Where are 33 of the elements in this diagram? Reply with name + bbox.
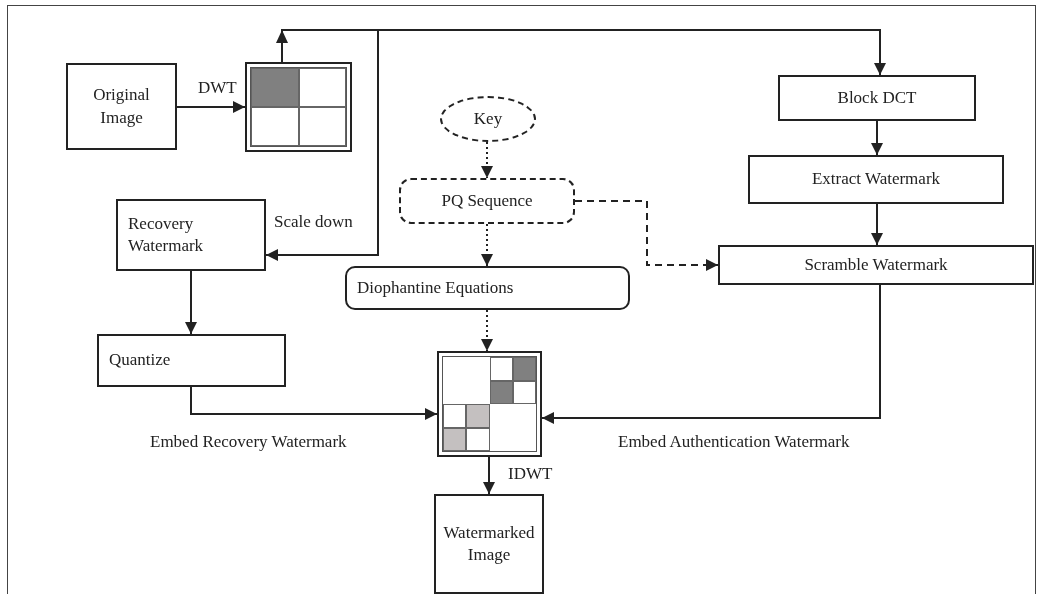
arrow [574, 200, 719, 271]
arrow [483, 456, 495, 495]
node-label: Key [473, 107, 503, 130]
process-box [66, 63, 177, 150]
node-label: Scramble Watermark [804, 253, 948, 276]
node-label: Quantize [109, 349, 171, 372]
process-box [778, 75, 976, 121]
node-label: Original Image [92, 84, 151, 129]
arrow [871, 203, 883, 246]
process-box [748, 155, 1004, 204]
node-label: PQ Sequence [441, 189, 533, 212]
process-box [116, 199, 266, 271]
arrow [481, 223, 493, 267]
arrow [481, 309, 493, 352]
arrow [265, 29, 379, 261]
process-box [399, 178, 575, 224]
arrow [276, 29, 886, 76]
process-box [345, 266, 630, 310]
process-box [97, 334, 286, 387]
arrow [190, 386, 438, 420]
arrow [176, 101, 246, 113]
node-label: Block DCT [837, 86, 917, 109]
arrow [541, 284, 881, 424]
node-label: Diophantine Equations [357, 276, 514, 299]
arrow [481, 141, 493, 179]
process-box [434, 494, 544, 594]
node-label: Recovery Watermark [128, 212, 205, 257]
edge-label: Embed Recovery Watermark [148, 432, 349, 452]
arrow [871, 120, 883, 156]
arrow [185, 270, 197, 335]
node-label: Watermarked Image [443, 521, 535, 566]
node-label: Extract Watermark [811, 168, 941, 191]
process-box [718, 245, 1034, 285]
